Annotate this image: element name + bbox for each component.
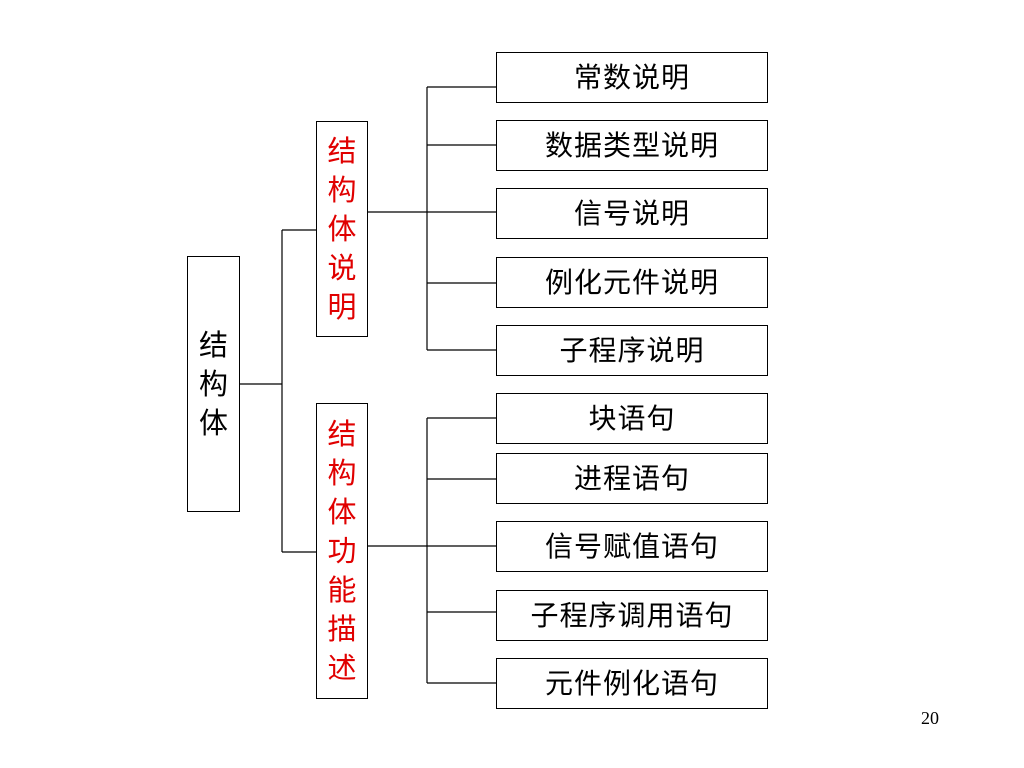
branch-1-label: 结构体说明	[327, 133, 357, 324]
branch-node-1: 结构体说明	[316, 121, 368, 337]
leaf-label: 元件例化语句	[544, 666, 719, 700]
branch-node-2: 结构体功能描述	[316, 403, 368, 699]
leaf-label: 常数说明	[573, 60, 690, 94]
leaf-label: 例化元件说明	[544, 265, 719, 299]
leaf-node: 信号说明	[496, 188, 768, 239]
leaf-node: 信号赋值语句	[496, 521, 768, 572]
leaf-node: 数据类型说明	[496, 120, 768, 171]
leaf-label: 块语句	[588, 401, 676, 435]
root-label: 结构体	[199, 327, 229, 440]
leaf-node: 例化元件说明	[496, 257, 768, 308]
leaf-node: 进程语句	[496, 453, 768, 504]
leaf-node: 常数说明	[496, 52, 768, 103]
leaf-node: 子程序调用语句	[496, 590, 768, 641]
leaf-node: 子程序说明	[496, 325, 768, 376]
root-node: 结构体	[187, 256, 240, 512]
leaf-node: 元件例化语句	[496, 658, 768, 709]
page-number: 20	[921, 708, 939, 728]
leaf-label: 数据类型说明	[544, 128, 719, 162]
leaf-label: 子程序调用语句	[530, 598, 734, 632]
leaf-label: 进程语句	[573, 461, 690, 495]
leaf-label: 信号赋值语句	[544, 529, 719, 563]
branch-2-label: 结构体功能描述	[327, 416, 357, 685]
leaf-label: 信号说明	[573, 196, 690, 230]
leaf-label: 子程序说明	[559, 333, 705, 367]
leaf-node: 块语句	[496, 393, 768, 444]
